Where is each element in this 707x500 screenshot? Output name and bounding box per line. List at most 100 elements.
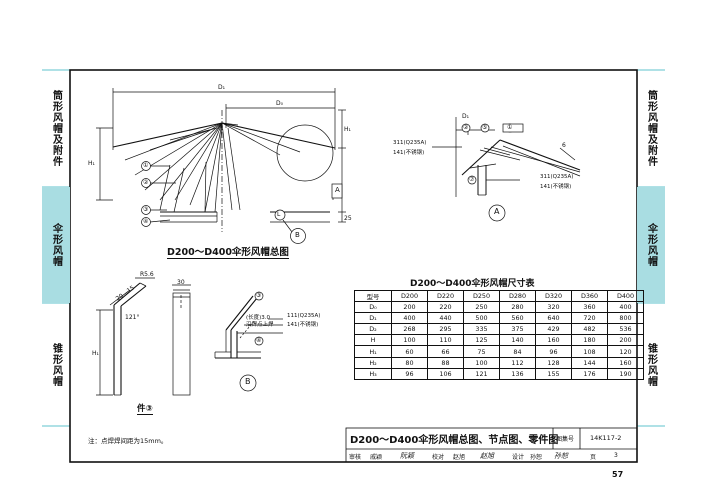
sheet-page-number: 3 — [614, 452, 618, 459]
part3-r: R5.6 — [140, 271, 154, 278]
table-cell: H₁ — [354, 345, 392, 358]
detail-a-dim-d1: D₁ — [462, 113, 470, 120]
table-cell: 280 — [499, 301, 536, 314]
part3-h1: H₁ — [92, 350, 99, 357]
table-row: H 100 110 125 140 160 180 200 — [354, 334, 644, 347]
table-cell: 96 — [535, 345, 572, 358]
table-cell: 144 — [571, 356, 608, 369]
detail-a-balloon-7: ⑦ — [469, 176, 475, 183]
table-cell: 108 — [571, 345, 608, 358]
detail-a-note-top-1: 311(Q235A) — [393, 140, 427, 146]
table-cell: 429 — [535, 323, 572, 336]
left-tab-cone-hood[interactable]: 锥形风帽 — [50, 342, 62, 387]
table-header-cell: D280 — [499, 289, 536, 303]
detail-b-note-1: (长度)3.0 — [246, 315, 271, 321]
designer-signature: 孙恕 — [554, 452, 568, 460]
table-cell: 800 — [607, 312, 644, 325]
left-tab-cylinder-hood[interactable]: 筒形风帽及附件 — [50, 90, 62, 167]
table-cell: 440 — [427, 312, 464, 325]
detail-b-note-2: 沿焊点上焊 — [246, 322, 274, 328]
table-cell: 500 — [463, 312, 500, 325]
table-header-cell: D320 — [535, 289, 572, 303]
design-label: 设计 — [512, 454, 525, 461]
detail-a-mark: A — [494, 207, 500, 216]
detail-a-balloon-2: ② — [463, 124, 469, 131]
part3-angle: 121° — [125, 314, 140, 321]
dim-h1-left: H₁ — [88, 160, 95, 167]
detail-b-balloon-3: ③ — [256, 292, 262, 299]
drawing-title: D200～D400伞形风帽总图、节点图、零件图 — [350, 435, 559, 446]
table-row: H₁ 60 66 75 84 96 108 120 — [354, 345, 644, 358]
detail-a-balloon-1: ① — [507, 124, 513, 131]
right-tab-umbrella-hood[interactable]: 伞形风帽 — [637, 187, 665, 303]
detail-b-mark: B — [245, 377, 251, 386]
table-cell: 66 — [427, 345, 464, 358]
detail-b-note-3: 111(Q235A) — [287, 313, 321, 319]
checker-name: 赵旭 — [453, 454, 466, 461]
table-cell: 720 — [571, 312, 608, 325]
atlas-label: 图集号 — [556, 436, 575, 443]
dimension-table: 型号 D200 D220 D250 D280 D320 D360 D400 D₀… — [354, 289, 644, 380]
table-cell: 100 — [463, 356, 500, 369]
table-cell: 536 — [607, 323, 644, 336]
detail-a-note-bottom-1: 311(Q235A) — [540, 174, 574, 180]
table-cell: 640 — [535, 312, 572, 325]
table-cell: 120 — [607, 345, 644, 358]
table-cell: D₁ — [354, 312, 392, 325]
sheet-frame — [69, 69, 638, 463]
table-cell: 482 — [571, 323, 608, 336]
table-header-cell: D360 — [571, 289, 608, 303]
table-cell: 80 — [391, 356, 428, 369]
review-label: 审核 — [349, 454, 362, 461]
table-cell: 125 — [463, 334, 500, 347]
table-row: D₁ 400 440 500 560 640 720 800 — [354, 312, 644, 325]
dim-d1: D₁ — [218, 84, 226, 91]
table-cell: 400 — [607, 301, 644, 314]
reviewer-name: 戚颖 — [370, 454, 383, 461]
right-tab-cylinder-hood[interactable]: 筒形风帽及附件 — [645, 90, 657, 167]
detail-a-dim-6: 6 — [562, 142, 566, 149]
table-header-cell: 型号 — [354, 289, 392, 303]
table-header-row: 型号 D200 D220 D250 D280 D320 D360 D400 — [354, 289, 644, 303]
table-cell: H₂ — [354, 356, 392, 369]
table-cell: 160 — [607, 356, 644, 369]
table-header-cell: D250 — [463, 289, 500, 303]
table-cell: 335 — [463, 323, 500, 336]
table-header-cell: D220 — [427, 289, 464, 303]
right-tab-cone-hood[interactable]: 锥形风帽 — [645, 342, 657, 387]
table-cell: 268 — [391, 323, 428, 336]
detail-b-note-4: 141(不锈钢) — [287, 322, 319, 328]
detail-a-note-bottom-2: 141(不锈钢) — [540, 184, 572, 190]
table-cell: 220 — [427, 301, 464, 314]
table-cell: 360 — [571, 301, 608, 314]
main-drawing-caption: D200～D400伞形风帽总图 — [167, 244, 289, 259]
table-cell: H — [354, 334, 392, 347]
table-header-cell: D200 — [391, 289, 428, 303]
designer-name: 孙恕 — [530, 454, 543, 461]
table-cell: 180 — [571, 334, 608, 347]
checker-signature: 赵旭 — [480, 452, 494, 460]
reviewer-signature: 阮颖 — [400, 452, 414, 460]
table-cell: 295 — [427, 323, 464, 336]
balloon-4: ④ — [143, 218, 149, 225]
balloon-3: ③ — [143, 206, 149, 213]
page-number: 57 — [612, 470, 624, 479]
table-cell: 160 — [535, 334, 572, 347]
table-cell: 250 — [463, 301, 500, 314]
table-cell: 84 — [499, 345, 536, 358]
table-cell: 88 — [427, 356, 464, 369]
table-cell: 190 — [607, 367, 644, 380]
dim-25: 25 — [344, 215, 352, 222]
table-header-cell: D400 — [607, 289, 644, 303]
page-label: 页 — [590, 454, 597, 461]
part3-30: 30 — [177, 279, 185, 286]
check-label: 校对 — [432, 454, 445, 461]
table-cell: 60 — [391, 345, 428, 358]
detail-b-balloon-4: ④ — [256, 337, 262, 344]
table-cell: 128 — [535, 356, 572, 369]
left-tab-umbrella-hood[interactable]: 伞形风帽 — [42, 187, 70, 303]
table-cell: 100 — [391, 334, 428, 347]
table-cell: D₀ — [354, 301, 392, 314]
umbrella-hood-drawing — [96, 88, 346, 233]
